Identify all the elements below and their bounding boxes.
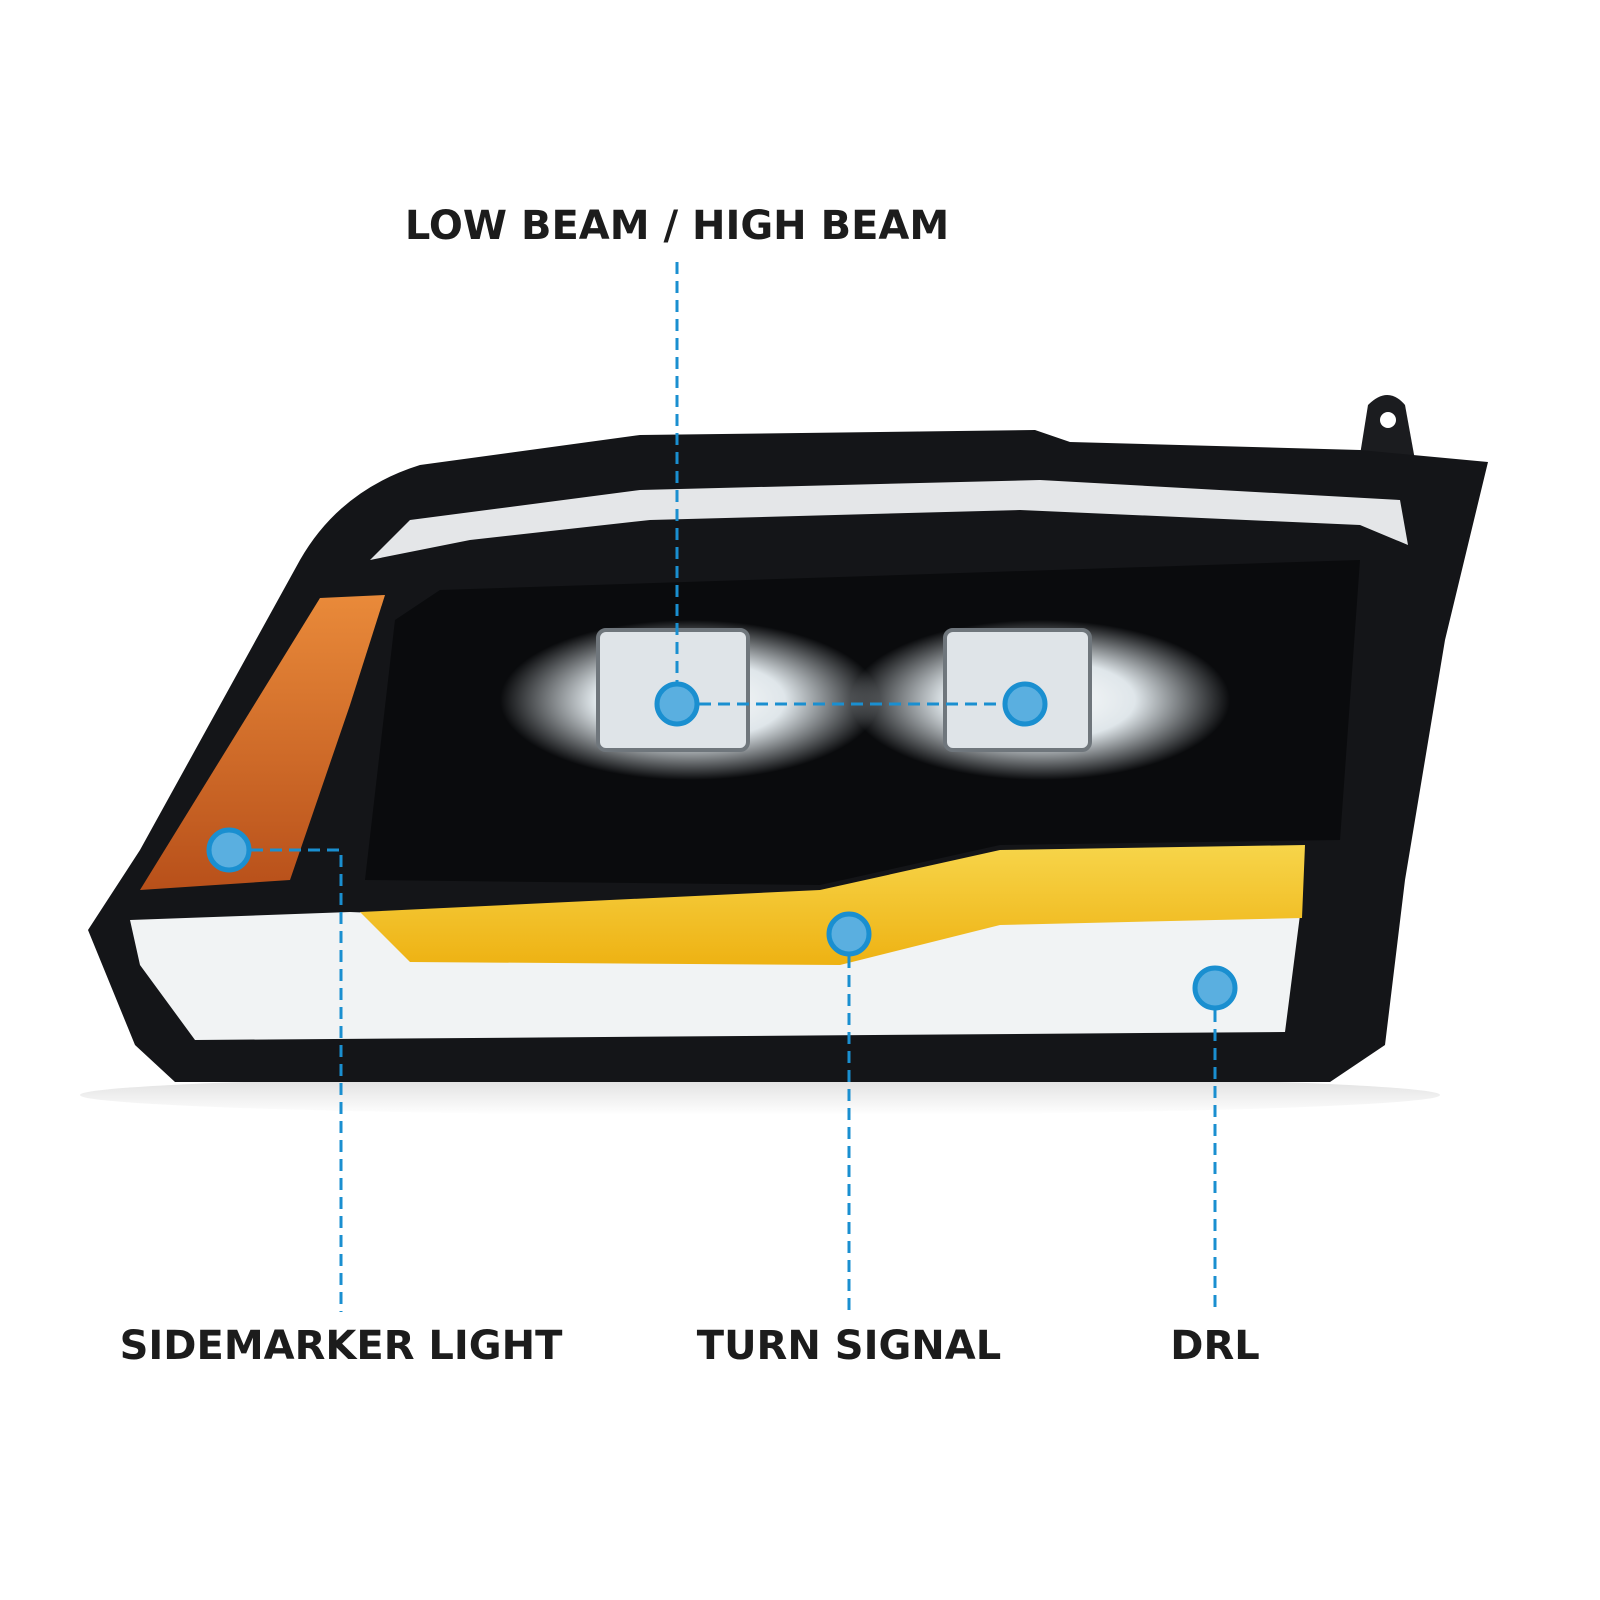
drl-label: DRL	[1170, 1323, 1260, 1369]
amber-sidemarker-lens	[140, 595, 385, 890]
turn-signal-marker-dot	[826, 911, 872, 957]
high-beam-marker-dot	[1002, 681, 1048, 727]
sidemarker-marker-dot	[206, 827, 252, 873]
floor-reflection	[80, 1075, 1440, 1115]
low-beam-marker-dot	[654, 681, 700, 727]
beam-label: LOW BEAM / HIGH BEAM	[404, 203, 950, 249]
turn-signal-label: TURN SIGNAL	[696, 1323, 1002, 1369]
top-chrome-strip	[370, 480, 1408, 560]
drl-marker-dot	[1192, 965, 1238, 1011]
sidemarker-label: SIDEMARKER LIGHT	[119, 1323, 563, 1369]
callout-lines	[251, 262, 1217, 1312]
turn-signal-strip	[360, 845, 1305, 965]
